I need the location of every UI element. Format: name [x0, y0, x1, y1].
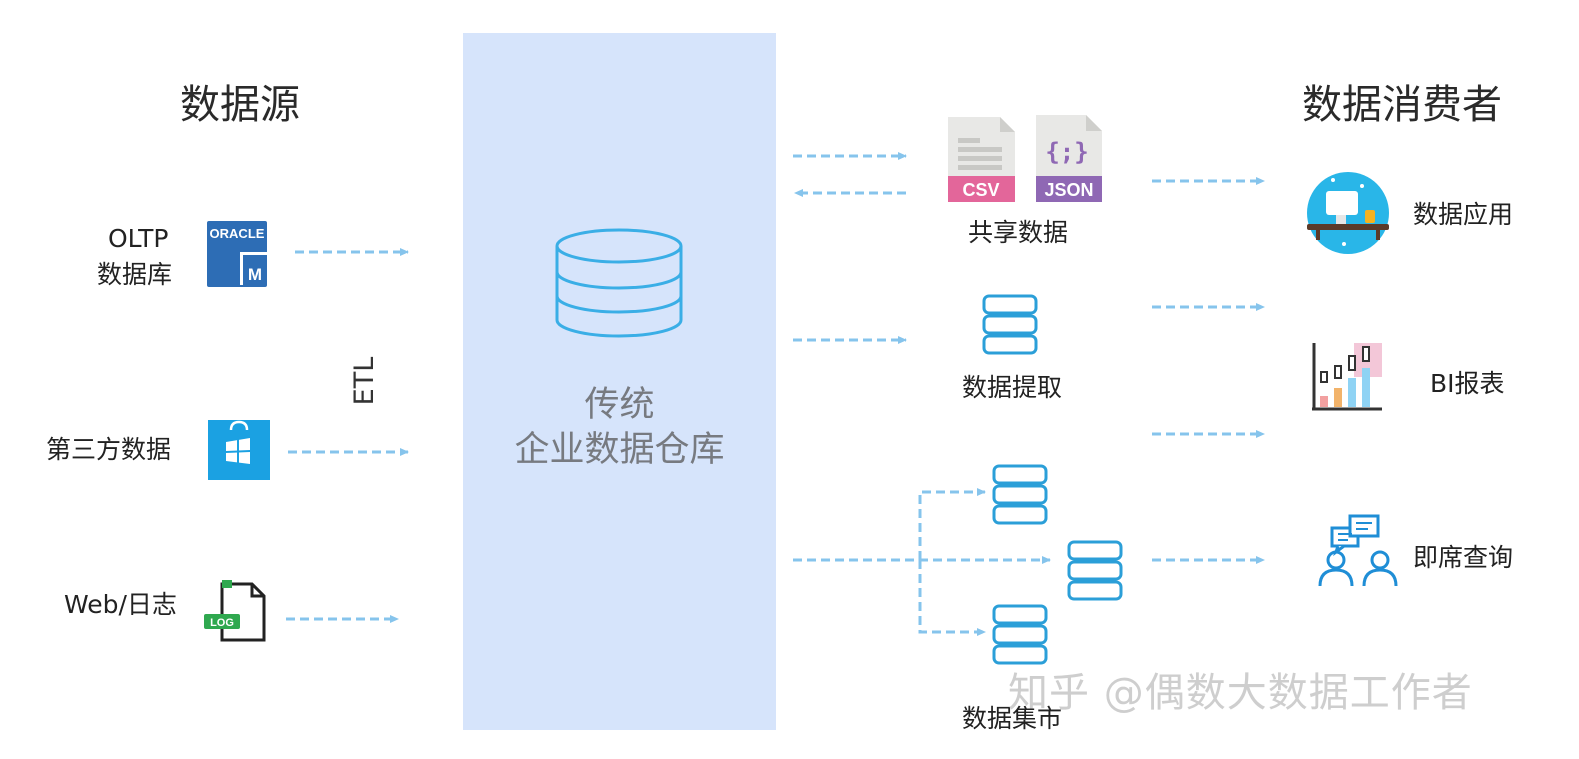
- consumers-heading: 数据消费者: [1302, 82, 1502, 128]
- oracle-text: ORACLE: [210, 226, 265, 241]
- mart-lower-branch: [918, 560, 986, 636]
- csv-text: CSV: [962, 180, 999, 200]
- data-mart-middle-stack-icon: [1067, 540, 1123, 601]
- web-log-label: Web/日志: [64, 590, 177, 619]
- warehouse-panel: [463, 33, 776, 730]
- data-mart-upper-stack-icon: [992, 464, 1048, 525]
- extraction-stack-icon: [982, 294, 1038, 355]
- warehouse-title-line1: 传统: [584, 385, 655, 425]
- adhoc-query-label: 即席查询: [1413, 543, 1514, 572]
- store-icon: [208, 420, 270, 480]
- shared-data-label: 共享数据: [968, 218, 1069, 247]
- data-app-icon: [1307, 172, 1389, 254]
- csv-file-icon: CSV: [948, 117, 1015, 202]
- log-text: LOG: [210, 617, 234, 629]
- warehouse-arrows: [793, 152, 1051, 636]
- oracle-m-text: M: [248, 265, 262, 284]
- source-arrows: [286, 248, 409, 623]
- consumer-arrows: [1152, 177, 1265, 564]
- bi-report-label: BI报表: [1430, 369, 1505, 398]
- oltp-label-line1: OLTP: [108, 224, 169, 253]
- sources-heading: 数据源: [180, 82, 300, 128]
- json-symbol: {;}: [1045, 138, 1088, 166]
- json-text: JSON: [1044, 180, 1093, 200]
- oracle-icon: ORACLE M: [207, 221, 267, 287]
- third-party-label: 第三方数据: [46, 435, 172, 464]
- bi-chart-icon: [1312, 343, 1382, 411]
- adhoc-people-icon: [1318, 514, 1398, 587]
- warehouse-title-line2: 企业数据仓库: [514, 430, 725, 470]
- warehouse-database-icon: [555, 228, 683, 338]
- watermark: 知乎 @偶数大数据工作者: [1008, 670, 1473, 716]
- data-mart-lower-stack-icon: [992, 604, 1048, 665]
- json-file-icon: {;} JSON: [1036, 115, 1102, 202]
- data-app-label: 数据应用: [1413, 200, 1514, 229]
- mart-upper-branch: [918, 488, 986, 560]
- data-mart-label: 数据集市: [962, 704, 1063, 733]
- log-file-icon: LOG: [204, 580, 266, 642]
- extraction-label: 数据提取: [962, 373, 1063, 402]
- oltp-label-line2: 数据库: [97, 260, 173, 289]
